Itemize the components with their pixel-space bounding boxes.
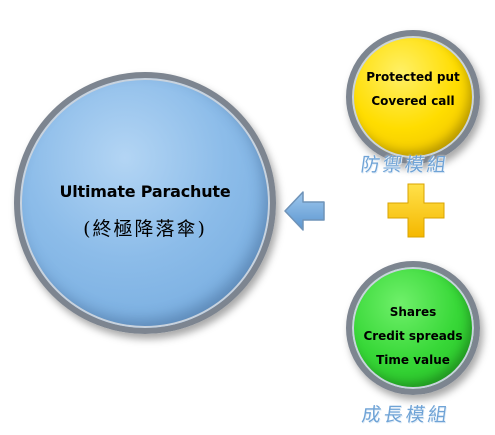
plus-icon (387, 183, 445, 238)
main-title: Ultimate Parachute (59, 182, 231, 201)
growth-item-credit-spreads: Credit spreads (363, 329, 463, 343)
defense-item-protected-put: Protected put (366, 70, 460, 84)
growth-module-label: 成長模組 (360, 404, 452, 426)
defense-item-covered-call: Covered call (371, 94, 455, 108)
growth-module-circle: Shares Credit spreads Time value (346, 261, 480, 395)
defense-module-circle: Protected put Covered call (346, 30, 480, 164)
defense-module-label: 防禦模組 (359, 154, 451, 176)
ultimate-parachute-circle: Ultimate Parachute (終極降落傘) (14, 72, 276, 334)
growth-item-time-value: Time value (376, 353, 450, 367)
growth-item-shares: Shares (389, 305, 437, 319)
main-subtitle: (終極降落傘) (83, 218, 207, 240)
left-arrow-icon (284, 191, 325, 231)
